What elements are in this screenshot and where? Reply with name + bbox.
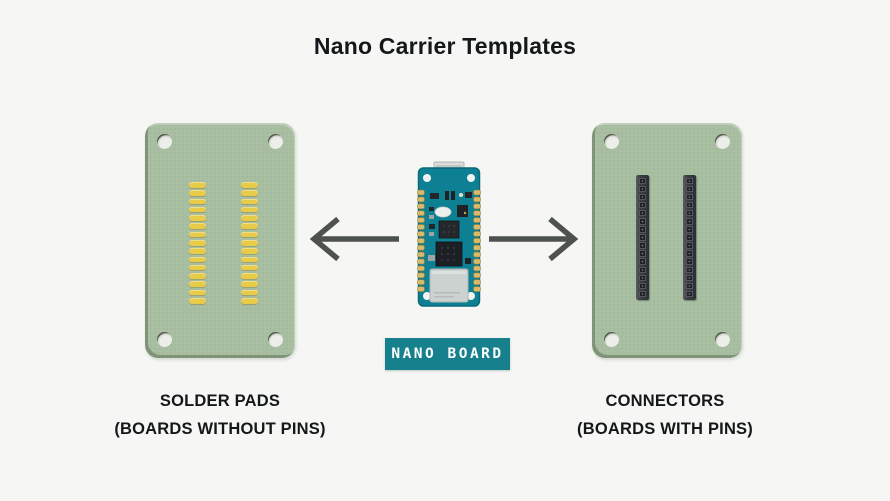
socket bbox=[685, 242, 694, 249]
pad bbox=[189, 289, 206, 296]
pad bbox=[189, 239, 206, 246]
socket bbox=[685, 290, 694, 297]
socket bbox=[685, 226, 694, 233]
pad bbox=[241, 256, 258, 263]
connectors-caption-line2: (BOARDS WITH PINS) bbox=[577, 420, 753, 438]
screw-icon bbox=[715, 332, 730, 347]
pad bbox=[241, 198, 258, 205]
screw-icon bbox=[157, 332, 172, 347]
socket bbox=[638, 186, 647, 193]
socket bbox=[685, 258, 694, 265]
socket bbox=[685, 194, 694, 201]
connectors-board bbox=[592, 123, 742, 358]
solder-pads-board bbox=[145, 123, 295, 358]
socket bbox=[638, 282, 647, 289]
pad bbox=[189, 297, 206, 304]
screw-icon bbox=[715, 134, 730, 149]
pad bbox=[241, 264, 258, 271]
pad bbox=[189, 264, 206, 271]
solder-pad-column bbox=[241, 182, 258, 304]
arrow-left-icon bbox=[309, 216, 399, 262]
socket bbox=[638, 266, 647, 273]
socket bbox=[638, 218, 647, 225]
pad bbox=[241, 297, 258, 304]
pad bbox=[241, 281, 258, 287]
pad bbox=[241, 231, 258, 238]
pad bbox=[189, 248, 206, 254]
socket bbox=[638, 234, 647, 241]
socket bbox=[685, 234, 694, 241]
socket bbox=[638, 258, 647, 265]
solder-pads-caption-line2: (BOARDS WITHOUT PINS) bbox=[114, 420, 326, 438]
pad bbox=[189, 182, 206, 188]
socket bbox=[638, 210, 647, 217]
screw-icon bbox=[268, 134, 283, 149]
socket bbox=[638, 194, 647, 201]
pad bbox=[189, 273, 206, 279]
connector-strip bbox=[636, 175, 649, 300]
socket bbox=[638, 202, 647, 209]
socket bbox=[638, 250, 647, 257]
pad bbox=[189, 281, 206, 287]
nano-board-badge: NANO BOARD bbox=[385, 338, 510, 370]
socket bbox=[685, 266, 694, 273]
solder-pad-column bbox=[189, 182, 206, 304]
screw-icon bbox=[604, 332, 619, 347]
pad bbox=[189, 215, 206, 221]
pad bbox=[189, 190, 206, 196]
socket bbox=[685, 178, 694, 185]
nano-board-badge-label: NANO BOARD bbox=[391, 346, 504, 362]
connector-strip bbox=[683, 175, 696, 300]
screw-icon bbox=[157, 134, 172, 149]
socket bbox=[638, 242, 647, 249]
socket bbox=[638, 290, 647, 297]
solder-pads-caption: SOLDER PADS (BOARDS WITHOUT PINS) bbox=[60, 387, 380, 443]
socket bbox=[638, 226, 647, 233]
connectors-caption-line1: CONNECTORS bbox=[605, 392, 725, 410]
pad bbox=[241, 215, 258, 221]
screw-icon bbox=[604, 134, 619, 149]
pad bbox=[241, 273, 258, 279]
pad bbox=[189, 198, 206, 205]
pad bbox=[241, 190, 258, 196]
page-title: Nano Carrier Templates bbox=[313, 33, 577, 59]
pad bbox=[241, 239, 258, 246]
connectors-caption: CONNECTORS (BOARDS WITH PINS) bbox=[505, 387, 825, 443]
socket bbox=[685, 202, 694, 209]
pad bbox=[241, 248, 258, 254]
arrow-right-icon bbox=[489, 216, 579, 262]
solder-pads-caption-line1: SOLDER PADS bbox=[159, 392, 281, 410]
socket bbox=[685, 250, 694, 257]
socket bbox=[685, 274, 694, 281]
socket bbox=[638, 178, 647, 185]
pad bbox=[189, 223, 206, 229]
pad bbox=[189, 256, 206, 263]
socket bbox=[685, 282, 694, 289]
pad bbox=[241, 182, 258, 188]
socket bbox=[685, 218, 694, 225]
screw-icon bbox=[268, 332, 283, 347]
nano-board-image bbox=[417, 161, 481, 307]
pad bbox=[189, 231, 206, 238]
pad bbox=[241, 223, 258, 229]
pad bbox=[241, 206, 258, 213]
socket bbox=[638, 274, 647, 281]
pad bbox=[189, 206, 206, 213]
socket bbox=[685, 186, 694, 193]
pad bbox=[241, 289, 258, 296]
socket bbox=[685, 210, 694, 217]
